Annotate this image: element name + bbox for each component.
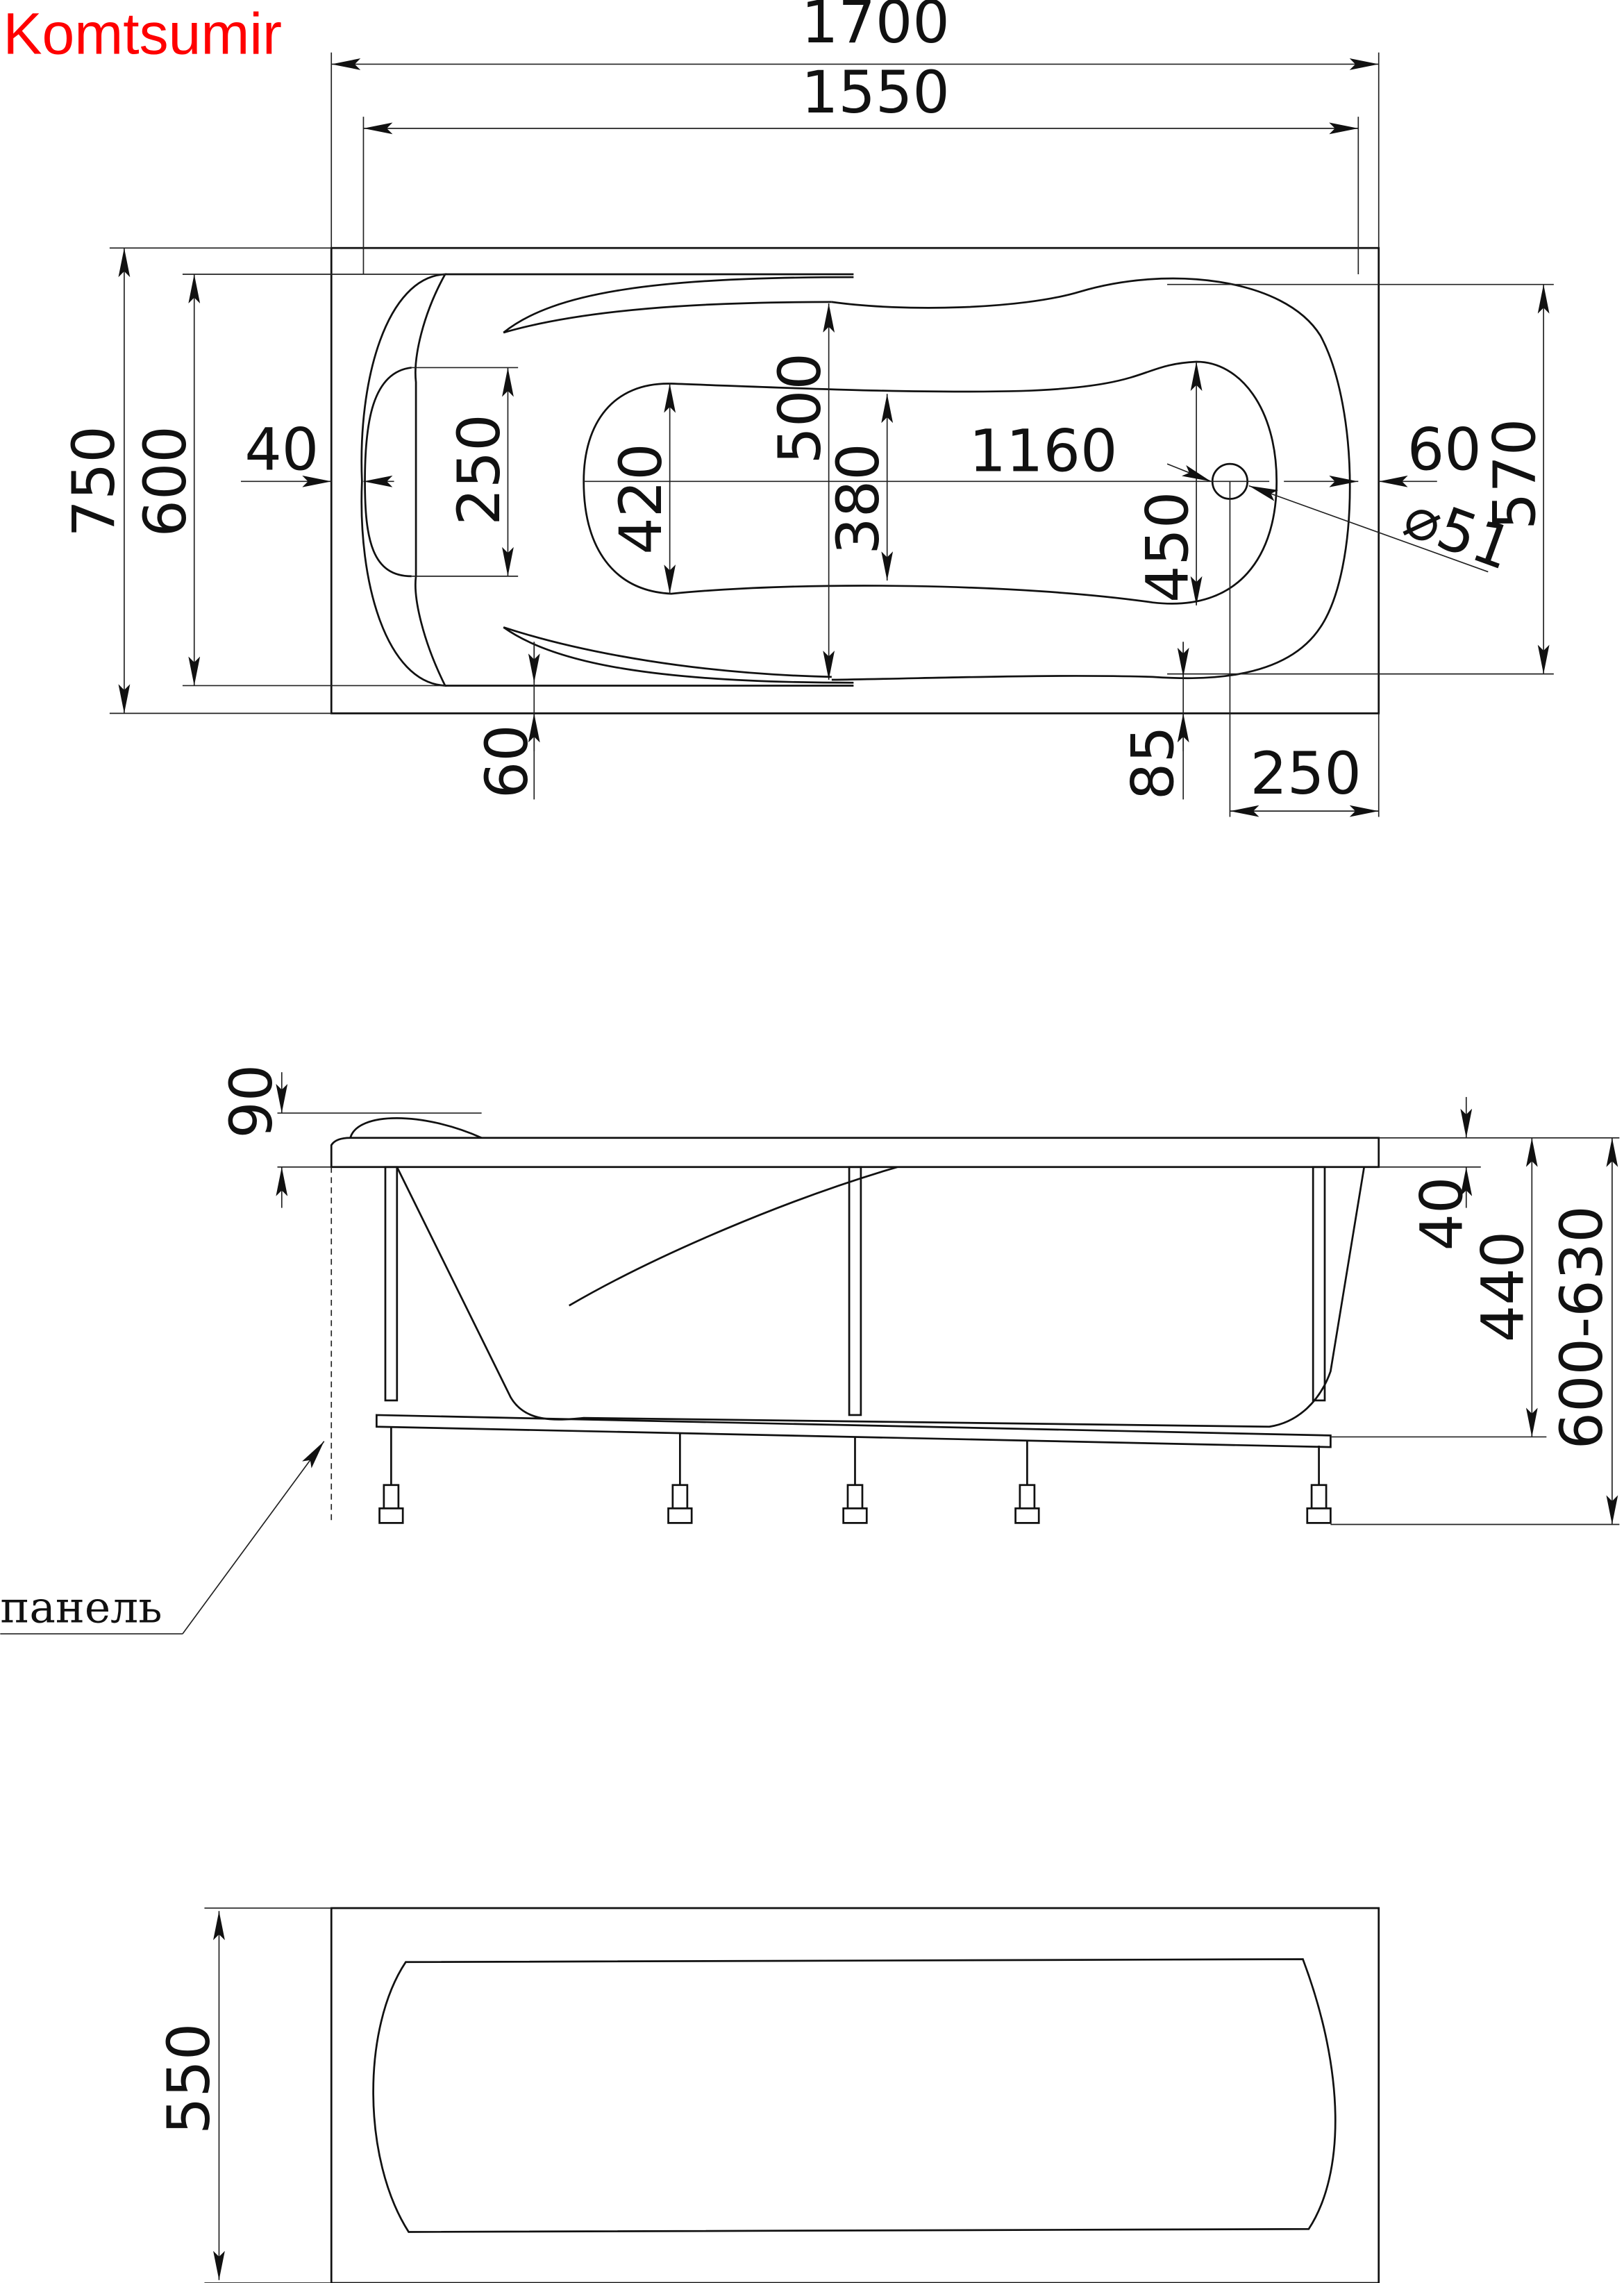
dim-label-570: 570 — [1481, 419, 1549, 530]
dim-label-250-headrest: 250 — [445, 414, 513, 525]
drain-leader-b — [1248, 485, 1489, 573]
tub-body — [396, 1166, 1366, 1428]
lower-armrest — [445, 626, 854, 687]
dim-label-60-bottom: 60 — [473, 724, 541, 798]
side-view: панель 90 40 440 600-630 — [0, 1064, 1620, 1634]
dim-label-550: 550 — [155, 2023, 223, 2134]
dim-label-40: 40 — [244, 416, 319, 484]
dim-label-90: 90 — [217, 1064, 285, 1139]
headrest-bump — [349, 1117, 483, 1139]
adjustable-feet — [378, 1426, 1332, 1524]
dim-label-450: 450 — [1133, 492, 1201, 603]
dim-label-380: 380 — [824, 443, 892, 554]
top-view: 1700 1550 750 600 40 250 420 500 380 116… — [60, 0, 1554, 817]
dim-label-600-630: 600-630 — [1548, 1205, 1616, 1449]
tub-rim — [330, 1137, 1380, 1169]
dim-label-600: 600 — [131, 426, 199, 537]
dim-label-750: 750 — [60, 426, 128, 537]
frame-bar — [375, 1414, 1332, 1448]
panel-leader — [0, 1441, 324, 1634]
brand-logo-text: Komtsumir — [3, 1, 282, 67]
panel-inner-shape — [372, 1958, 1337, 2233]
upper-armrest — [445, 273, 854, 334]
dim-label-60-right: 60 — [1407, 416, 1482, 484]
side-extension-lines — [277, 1112, 1620, 1525]
panel-outline — [330, 1907, 1380, 2283]
dim-label-250-drain: 250 — [1250, 739, 1361, 808]
dim-label-1550: 1550 — [801, 58, 950, 126]
support-legs — [375, 1166, 1332, 1524]
panel-extension-lines — [204, 1907, 332, 2283]
headrest-pillow — [364, 367, 412, 578]
dim-label-1700: 1700 — [801, 0, 950, 56]
dim-label-40-side: 40 — [1407, 1177, 1475, 1251]
panel-view: 550 — [155, 1907, 1380, 2283]
dim-label-420: 420 — [607, 443, 675, 554]
bowl-outline — [583, 360, 1278, 605]
dim-label-440: 440 — [1469, 1231, 1537, 1342]
drain-leader-a — [1166, 463, 1212, 483]
dim-label-85: 85 — [1119, 726, 1187, 800]
armrest-curve — [569, 1166, 898, 1307]
dim-label-500: 500 — [766, 353, 834, 464]
dim-label-1160: 1160 — [969, 417, 1118, 485]
panel-label: панель — [0, 1582, 162, 1632]
headrest-shape — [360, 273, 447, 687]
